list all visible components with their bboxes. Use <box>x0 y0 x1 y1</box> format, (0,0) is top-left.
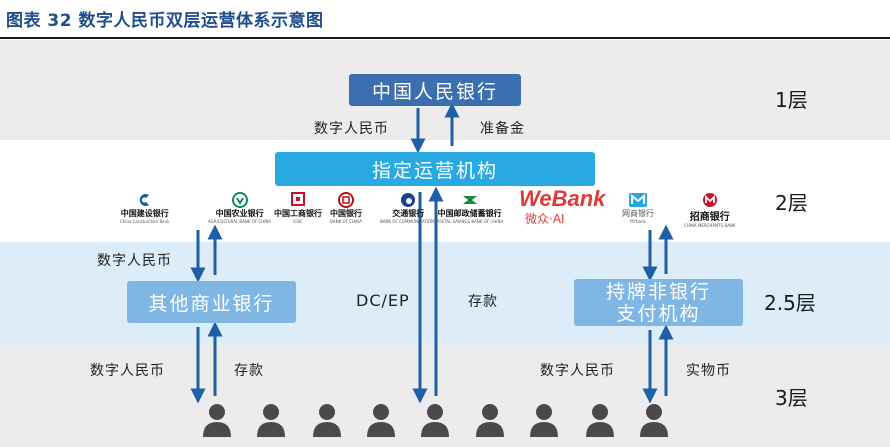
logo-bocom-name: 交通银行 <box>392 209 425 218</box>
flow-label-reserve: 准备金 <box>480 121 525 137</box>
logo-webank: WeBank 微众·AI <box>519 188 605 227</box>
logo-cmb: 招商银行 CHINA MERCHANTS BANK <box>684 192 735 228</box>
logo-bocom-sub: BANK OF COMMUNICATIONS <box>380 219 437 224</box>
user-icon <box>530 404 558 437</box>
logo-psbc-name: 中国邮政储蓄银行 <box>437 209 502 218</box>
webank-sub: 微众·AI <box>525 212 565 226</box>
logo-abc-name: 中国农业银行 <box>215 209 264 218</box>
flow-label-dcep: DC/EP <box>356 291 410 310</box>
user-icon <box>476 404 504 437</box>
logo-mybank-name: 网商银行 <box>622 209 654 218</box>
bocom-icon <box>401 193 416 207</box>
user-icon <box>257 404 285 437</box>
figure-title: 图表 32 数字人民币双层运营体系示意图 <box>6 11 324 31</box>
nonbank-label-line2: 支付机构 <box>616 302 701 325</box>
abc-icon <box>231 192 248 208</box>
flow-label-users-left-up: 存款 <box>234 363 264 379</box>
logo-ccb: 中国建设银行 China Construction Bank <box>120 192 169 224</box>
user-icon <box>203 404 231 437</box>
user-icon <box>640 404 668 437</box>
logo-icbc-name: 中国工商银行 <box>274 209 322 218</box>
logo-boc-name: 中国银行 <box>330 209 362 218</box>
other-commercial-banks-node: 其他商业银行 <box>127 281 296 323</box>
flow-label-users-right-down: 数字人民币 <box>540 363 615 379</box>
logo-ccb-sub: China Construction Bank <box>120 219 170 224</box>
flow-label-deposit-mid: 存款 <box>468 294 498 310</box>
user-icon <box>313 404 341 437</box>
flow-label-pboc-down: 数字人民币 <box>314 121 389 137</box>
layer-label-2: 2层 <box>775 191 808 215</box>
logo-cmb-sub: CHINA MERCHANTS BANK <box>684 223 736 228</box>
central-bank-node: 中国人民银行 <box>349 74 521 106</box>
psbc-icon <box>462 196 477 204</box>
logo-psbc: 中国邮政储蓄银行 POSTAL SAVINGS BANK OF CHINA <box>436 192 503 224</box>
flow-label-cash: 实物币 <box>686 363 731 379</box>
webank-wordmark: WeBank <box>519 186 606 211</box>
logo-bocom: 交通银行 BANK OF COMMUNICATIONS <box>380 192 437 224</box>
logo-boc: 中国银行 BANK OF CHINA <box>330 192 362 224</box>
cmb-icon <box>702 193 717 207</box>
licensed-nonbank-payment-node: 持牌非银行 支付机构 <box>574 279 743 326</box>
flow-label-users-left-down: 数字人民币 <box>90 363 165 379</box>
mybank-icon <box>629 193 647 207</box>
flow-label-to-other-banks: 数字人民币 <box>97 253 172 269</box>
logo-abc: 中国农业银行 AGRICULTURAL BANK OF CHINA <box>208 192 271 224</box>
boc-icon <box>338 192 354 208</box>
title-divider <box>0 37 890 39</box>
logo-psbc-sub: POSTAL SAVINGS BANK OF CHINA <box>436 219 504 224</box>
logo-icbc: 中国工商银行 ICBC <box>274 192 322 224</box>
user-icon <box>367 404 395 437</box>
layer-label-1: 1层 <box>775 88 808 112</box>
logo-cmb-name: 招商银行 <box>689 212 730 223</box>
logo-boc-sub: BANK OF CHINA <box>330 219 362 224</box>
logo-ccb-name: 中国建设银行 <box>120 209 169 218</box>
designated-operators-node: 指定运营机构 <box>275 152 595 186</box>
logo-icbc-sub: ICBC <box>293 219 303 224</box>
layer-label-3: 3层 <box>775 386 808 410</box>
user-icon <box>586 404 614 437</box>
logo-mybank: 网商银行 MYbank <box>622 192 654 224</box>
nonbank-label-line1: 持牌非银行 <box>605 280 711 303</box>
ccb-icon <box>139 194 149 206</box>
icbc-icon <box>291 192 305 206</box>
logo-abc-sub: AGRICULTURAL BANK OF CHINA <box>208 219 272 224</box>
logo-mybank-sub: MYbank <box>630 219 646 224</box>
layer-label-2-5: 2.5层 <box>764 291 816 315</box>
user-icon <box>421 404 449 437</box>
